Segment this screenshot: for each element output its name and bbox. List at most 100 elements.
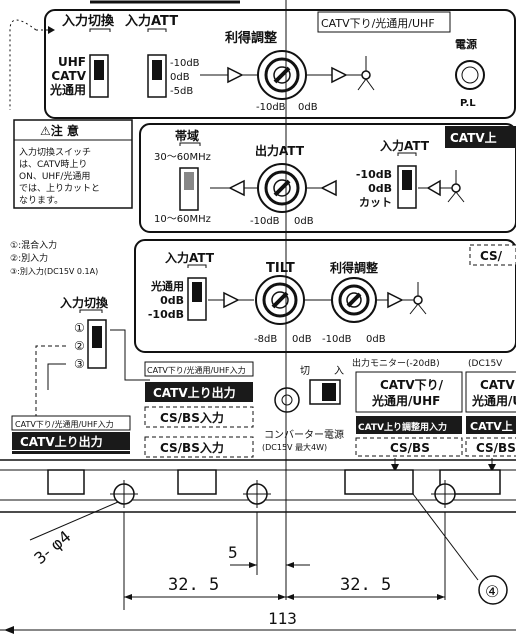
out1-top: CATV下り/ (380, 378, 444, 392)
output-node-icon (361, 70, 371, 80)
input-switch-pos-3: ③ (74, 357, 85, 371)
switch-on-label: 入 (334, 366, 344, 377)
out2-top: CATV (480, 378, 515, 392)
mid-knob-max: 0dB (294, 216, 314, 227)
top-att-pos-3: -5dB (170, 86, 193, 97)
mid-tag-black: CATV上り出力 (153, 385, 236, 400)
low-gain-knob[interactable] (331, 277, 377, 323)
mid-input-att-label: 入力ATT (380, 138, 430, 153)
caution-box: ⚠注 意 入力切換スイッチ は、CATV時上り ON、UHF/光通用 では、上り… (13, 119, 133, 209)
out1-black: CATV上り調整用入力 (358, 421, 447, 433)
caution-line-5: なります。 (19, 195, 63, 206)
dim-32-5-left: 32. 5 (168, 575, 219, 595)
caution-title: ⚠注 意 (40, 123, 79, 138)
amp-triangle-icon-6 (223, 291, 240, 309)
mid-att-pos-3: カット (359, 196, 392, 209)
tilt-max: 0dB (292, 334, 312, 345)
out2-black: CATV上 (470, 419, 513, 433)
low-att-pos-2: 0dB (160, 294, 184, 307)
low-gain-max: 0dB (366, 334, 386, 345)
power-label: 電源 (455, 37, 477, 51)
input-mode-3: ③:別入力(DC15V 0.1A) (10, 266, 98, 276)
mid-panel: 帯域 30〜60MHz 10〜60MHz 出力ATT -10dB 0dB 入力A… (139, 123, 516, 233)
low-node-icon (413, 295, 423, 305)
dim-5: 5 (228, 543, 238, 562)
top-knob-max: 0dB (298, 102, 318, 113)
top-band-tag: CATV下り/光通用/UHF (321, 16, 435, 30)
input-mode-1: ①:混合入力 (10, 239, 57, 251)
band-switch[interactable] (179, 167, 199, 211)
low-gain-min: -10dB (322, 334, 352, 345)
switch-pos-hikari: 光通用 (49, 82, 86, 97)
low-gain-label: 利得調整 (330, 260, 378, 275)
tilt-knob[interactable] (255, 275, 305, 325)
top-input-switch[interactable] (89, 54, 109, 98)
gain-adjust-label: 利得調整 (225, 30, 278, 46)
band-label: 帯域 (175, 128, 199, 143)
input-mode-2: ②:別入力 (10, 252, 48, 264)
left-tag-top: CATV下り/光通用/UHF入力 (15, 419, 114, 429)
caution-line-4: では、上りカットと (19, 183, 100, 194)
top-att-switch[interactable] (147, 54, 167, 98)
monitor-label-2: (DC15V (468, 359, 503, 369)
dim-32-5-right: 32. 5 (340, 575, 391, 595)
switch-pos-catv: CATV (51, 69, 86, 83)
bottom-section: 入力切換 ① ② ③ CATV下り/光通用/UHF入力 CATV上り出力 CAT… (11, 295, 516, 472)
top-att-pos-1: -10dB (170, 58, 200, 69)
amp-triangle-icon-2 (331, 66, 348, 84)
switch-pos-uhf: UHF (58, 55, 86, 69)
input-switch-pos-2: ② (74, 339, 85, 353)
monitor-label: 出力モニター(-20dB) (352, 357, 440, 369)
left-tag-bottom: CATV上り出力 (20, 434, 103, 449)
out1-mid: 光通用/UHF (371, 393, 440, 408)
top-att-pos-2: 0dB (170, 72, 190, 83)
band-option-1: 30〜60MHz (154, 152, 211, 163)
switch-off-label: 切 (300, 365, 310, 377)
low-panel: 入力ATT 光通用 0dB -10dB TILT -8dB 0dB 利得調整 -… (134, 239, 516, 353)
low-band-tag: CS/ (480, 249, 503, 263)
pl-label: P.L (460, 98, 476, 109)
tilt-label: TILT (266, 261, 295, 276)
amp-triangle-icon (227, 66, 244, 84)
mid-knob-min: -10dB (250, 216, 280, 227)
input-switch-pos-1: ① (74, 321, 85, 335)
output-att-label: 出力ATT (255, 143, 305, 158)
out1-dashed: CS/BS (390, 441, 430, 455)
mid-att-switch[interactable] (397, 165, 417, 209)
bottom-input-switch-label: 入力切換 (60, 295, 109, 310)
power-lamp (455, 60, 485, 90)
mid-band-tag: CATV上 (450, 130, 497, 145)
dim-113: 113 (268, 609, 297, 628)
amp-triangle-icon-7 (387, 291, 404, 309)
mid-att-pos-1: -10dB (356, 168, 392, 181)
caution-line-3: ON、UHF/光通用 (19, 170, 90, 182)
amp-triangle-icon-4 (320, 179, 337, 197)
input-switch-label: 入力切換 (62, 13, 115, 29)
input-att-label: 入力ATT (125, 13, 178, 29)
input-mode-list: ①:混合入力 ②:別入力 ③:別入力(DC15V 0.1A) (10, 239, 98, 276)
converter-power-label: コンバーター電源 (264, 428, 344, 441)
caution-line-2: は、CATV時上り (19, 159, 87, 170)
mid-tag-dashed-2: CS/BS入力 (160, 440, 224, 455)
low-att-switch[interactable] (187, 277, 207, 321)
mid-tag-top: CATV下り/光通用/UHF入力 (147, 365, 246, 375)
callout-4-icon (478, 575, 508, 605)
converter-power-switch[interactable] (309, 379, 341, 405)
bottom-input-switch[interactable] (87, 319, 107, 369)
top-gain-knob[interactable] (257, 50, 307, 100)
caution-line-1: 入力切換スイッチ (19, 146, 91, 158)
out2-mid: 光通用/U (471, 393, 516, 408)
top-knob-min: -10dB (256, 102, 286, 113)
low-input-att-label: 入力ATT (165, 250, 215, 265)
output-att-knob[interactable] (257, 163, 307, 213)
callout-4: ④ (485, 582, 499, 601)
tilt-min: -8dB (254, 334, 277, 345)
low-att-pos-1: 光通用 (150, 279, 184, 293)
top-panel: 入力切換 入力ATT 利得調整 CATV下り/光通用/UHF UHF CATV … (9, 9, 516, 119)
mid-node-icon (451, 183, 461, 193)
band-option-2: 10〜60MHz (154, 214, 211, 225)
mid-tag-dashed-1: CS/BS入力 (160, 410, 224, 425)
mid-att-pos-2: 0dB (368, 182, 392, 195)
